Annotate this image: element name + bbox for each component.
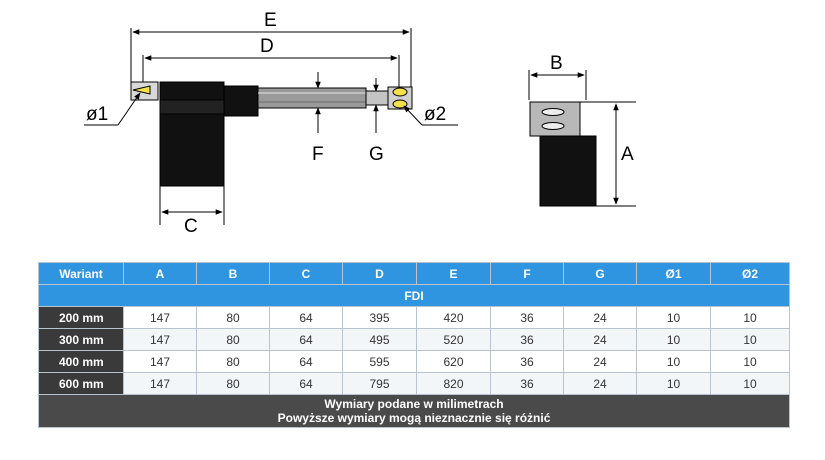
table-cell: 620 [416,350,491,373]
table-cell: 24 [563,328,637,351]
label-g: G [369,144,384,165]
table-cell: 64 [269,372,343,395]
dimension-f [306,72,330,133]
group-label: FDI [38,284,790,307]
table-cell: 10 [636,372,711,395]
table-cell: 395 [342,306,417,329]
label-b: B [550,53,563,74]
table-cell: 24 [563,350,637,373]
actuator-end-view [528,70,636,207]
footer-note-disclaimer: Powyższe wymiary mogą nieznacznie się ró… [277,411,551,425]
actuator-dimension-drawing: E D F G C ø1 ø2 [84,10,636,237]
label-d: D [260,36,274,57]
header-e: E [416,262,491,285]
variant-cell: 400 mm [38,350,124,373]
table-cell: 80 [196,350,270,373]
table-cell: 24 [563,306,637,329]
table-cell: 80 [196,372,270,395]
footer-note: Wymiary podane w milimetrach Powyższe wy… [38,394,790,428]
dimensions-table: Wariant A B C D E F G Ø1 Ø2 FDI 200 mm 1… [38,262,790,428]
table-cell: 10 [710,306,790,329]
variant-cell: 600 mm [38,372,124,395]
label-d1: ø1 [86,104,108,125]
table-cell: 147 [123,306,197,329]
table-row: 400 mm 147 80 64 595 620 36 24 10 10 [38,350,790,373]
table-cell: 64 [269,350,343,373]
table-cell: 36 [490,306,564,329]
leader-d2 [403,105,458,126]
label-a: A [621,144,634,165]
table-cell: 520 [416,328,491,351]
header-c: C [269,262,343,285]
table-cell: 795 [342,372,417,395]
label-c: C [184,216,198,237]
table-row: 600 mm 147 80 64 795 820 36 24 10 10 [38,372,790,395]
header-d2: Ø2 [710,262,790,285]
table-cell: 10 [636,306,711,329]
table-cell: 24 [563,372,637,395]
variant-cell: 300 mm [38,328,124,351]
table-footer-row: Wymiary podane w milimetrach Powyższe wy… [38,394,790,428]
table-cell: 10 [636,328,711,351]
table-cell: 10 [710,372,790,395]
table-cell: 80 [196,328,270,351]
variant-cell: 200 mm [38,306,124,329]
table-cell: 10 [636,350,711,373]
table-header-row: Wariant A B C D E F G Ø1 Ø2 [38,262,790,285]
table-cell: 36 [490,328,564,351]
label-d2: ø2 [424,104,446,125]
table-cell: 36 [490,350,564,373]
dimension-g [366,78,386,133]
table-cell: 147 [123,328,197,351]
table-cell: 10 [710,350,790,373]
table-cell: 10 [710,328,790,351]
table-group-row: FDI [38,284,790,307]
label-f: F [312,144,324,165]
table-cell: 36 [490,372,564,395]
table-row: 300 mm 147 80 64 495 520 36 24 10 10 [38,328,790,351]
table-cell: 80 [196,306,270,329]
header-d1: Ø1 [636,262,711,285]
label-e: E [264,10,277,31]
footer-note-units: Wymiary podane w milimetrach [324,397,504,411]
header-b: B [196,262,270,285]
table-cell: 495 [342,328,417,351]
table-cell: 420 [416,306,491,329]
header-g: G [563,262,637,285]
table-cell: 820 [416,372,491,395]
table-cell: 595 [342,350,417,373]
header-d: D [342,262,417,285]
table-cell: 64 [269,328,343,351]
table-cell: 64 [269,306,343,329]
table-cell: 147 [123,372,197,395]
leader-d1 [84,92,141,126]
header-variant: Wariant [38,262,124,285]
table-cell: 147 [123,350,197,373]
header-a: A [123,262,197,285]
header-f: F [490,262,564,285]
table-row: 200 mm 147 80 64 395 420 36 24 10 10 [38,306,790,329]
